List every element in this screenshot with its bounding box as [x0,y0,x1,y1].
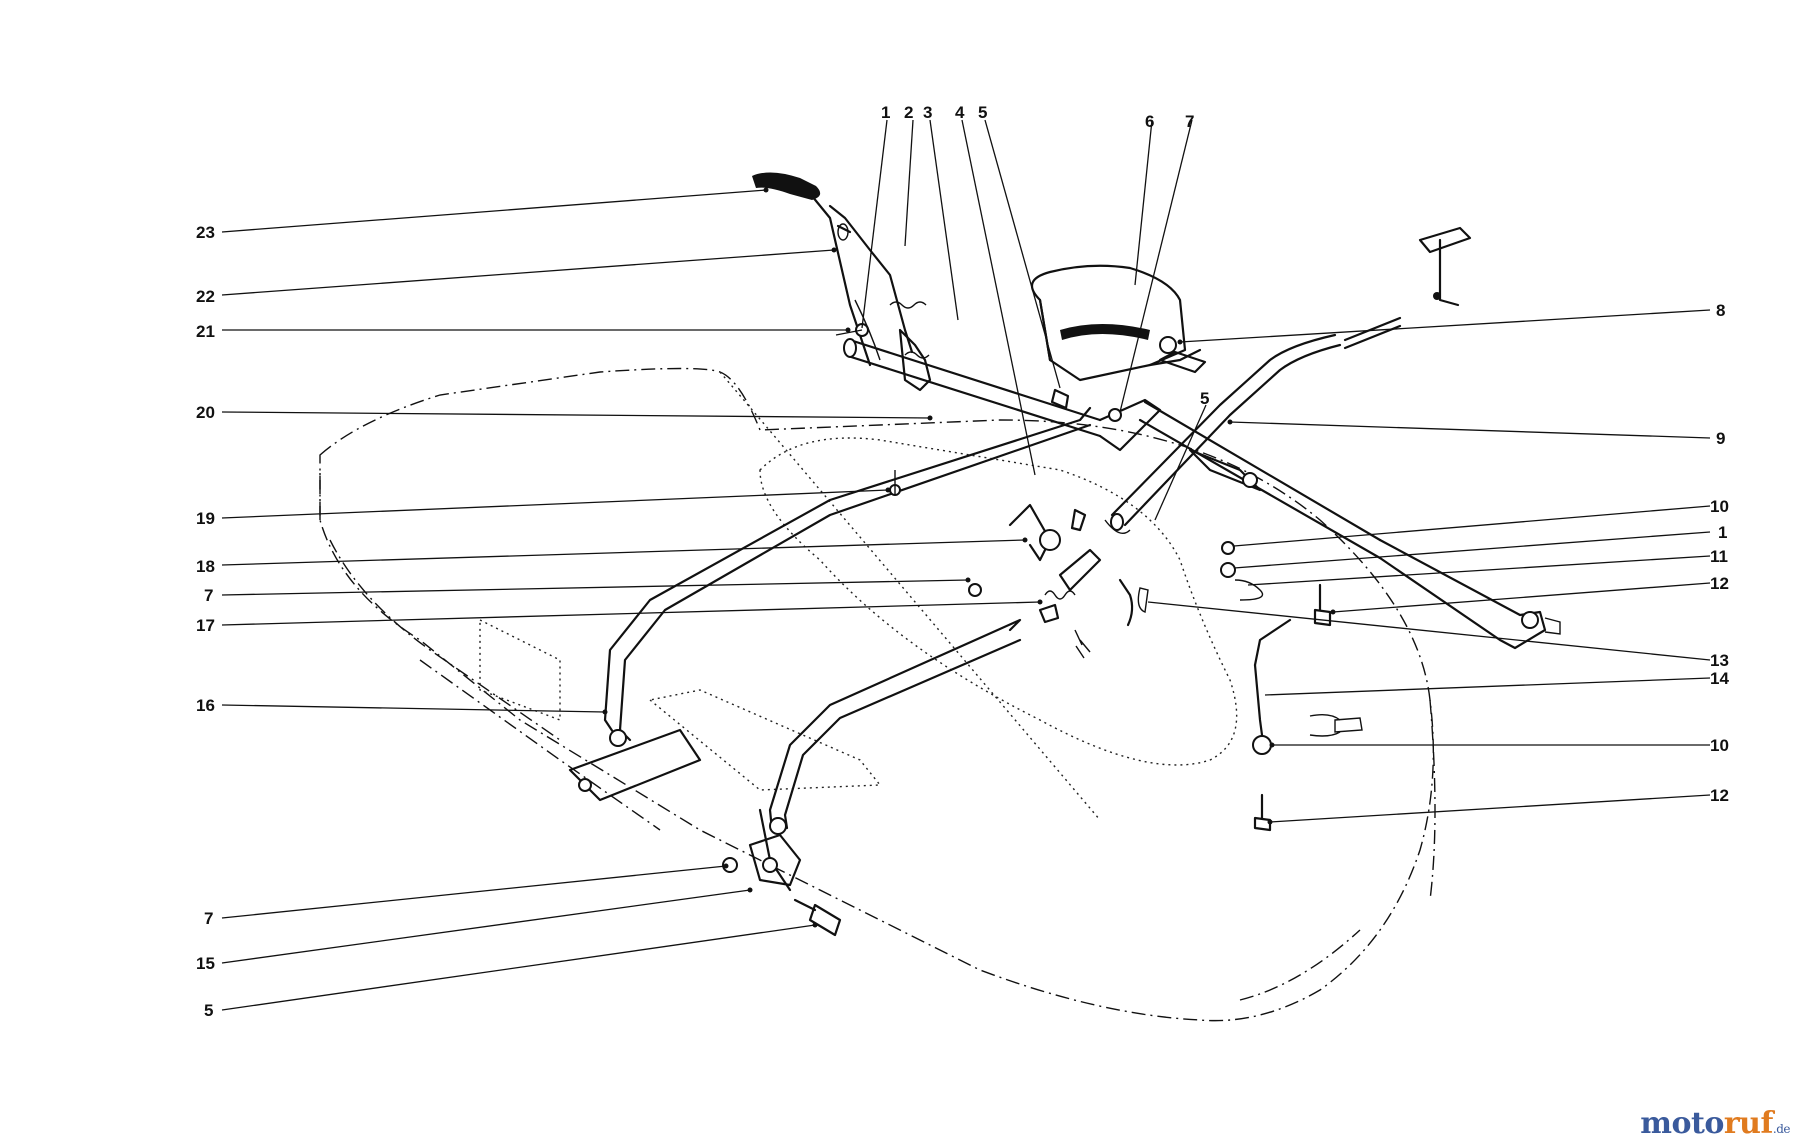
callout-18: 18 [196,557,215,576]
callout-5-center: 5 [1200,389,1209,408]
callout-12-lower: 12 [1710,786,1729,805]
callout-19: 19 [196,509,215,528]
callout-11: 11 [1710,547,1728,566]
callout-16: 16 [196,696,215,715]
center-bracket [1008,503,1134,659]
watermark-brand-a: moto [1640,1106,1724,1141]
leader-dots [602,187,1336,928]
callout-22: 22 [196,287,215,306]
callout-8: 8 [1716,301,1725,320]
callout-7-left-upper: 7 [204,586,213,605]
callout-4-top: 4 [955,103,965,122]
callout-17: 17 [196,616,215,635]
watermark-brand-b: ruf [1723,1106,1774,1141]
belt-guard [1030,264,1207,382]
mower-deck [319,367,1436,1022]
callout-21: 21 [196,322,215,341]
callout-10-upper: 10 [1710,497,1729,516]
callout-1-top: 1 [881,103,890,122]
callout-12-upper: 12 [1710,574,1729,593]
callout-6-top: 6 [1145,112,1154,131]
callout-9: 9 [1716,429,1725,448]
callout-13: 13 [1710,651,1729,670]
callout-20: 20 [196,403,215,422]
lift-handle [752,172,932,392]
callout-23: 23 [196,223,215,242]
watermark-suffix: .de [1772,1122,1791,1136]
lift-arms [568,406,1092,892]
brand-watermark: motoruf.de [1640,1106,1790,1141]
cross-shaft [843,338,1561,650]
hardware [722,388,1332,937]
callout-14: 14 [1710,669,1729,688]
callout-7-left-lower: 7 [204,909,213,928]
callout-7-top: 7 [1185,112,1194,131]
callout-15: 15 [196,954,215,973]
callout-3-top: 3 [923,103,932,122]
callout-5-left: 5 [204,1001,213,1020]
callout-1-right: 1 [1718,523,1727,542]
callout-2-top: 2 [904,103,913,122]
lift-link [1104,226,1472,534]
callout-5-top: 5 [978,103,987,122]
leader-lines [221,119,1711,1011]
callout-labels: 1 2 3 4 5 6 7 23 22 21 20 19 18 7 17 16 … [196,103,1729,1020]
callout-10-lower: 10 [1710,736,1729,755]
